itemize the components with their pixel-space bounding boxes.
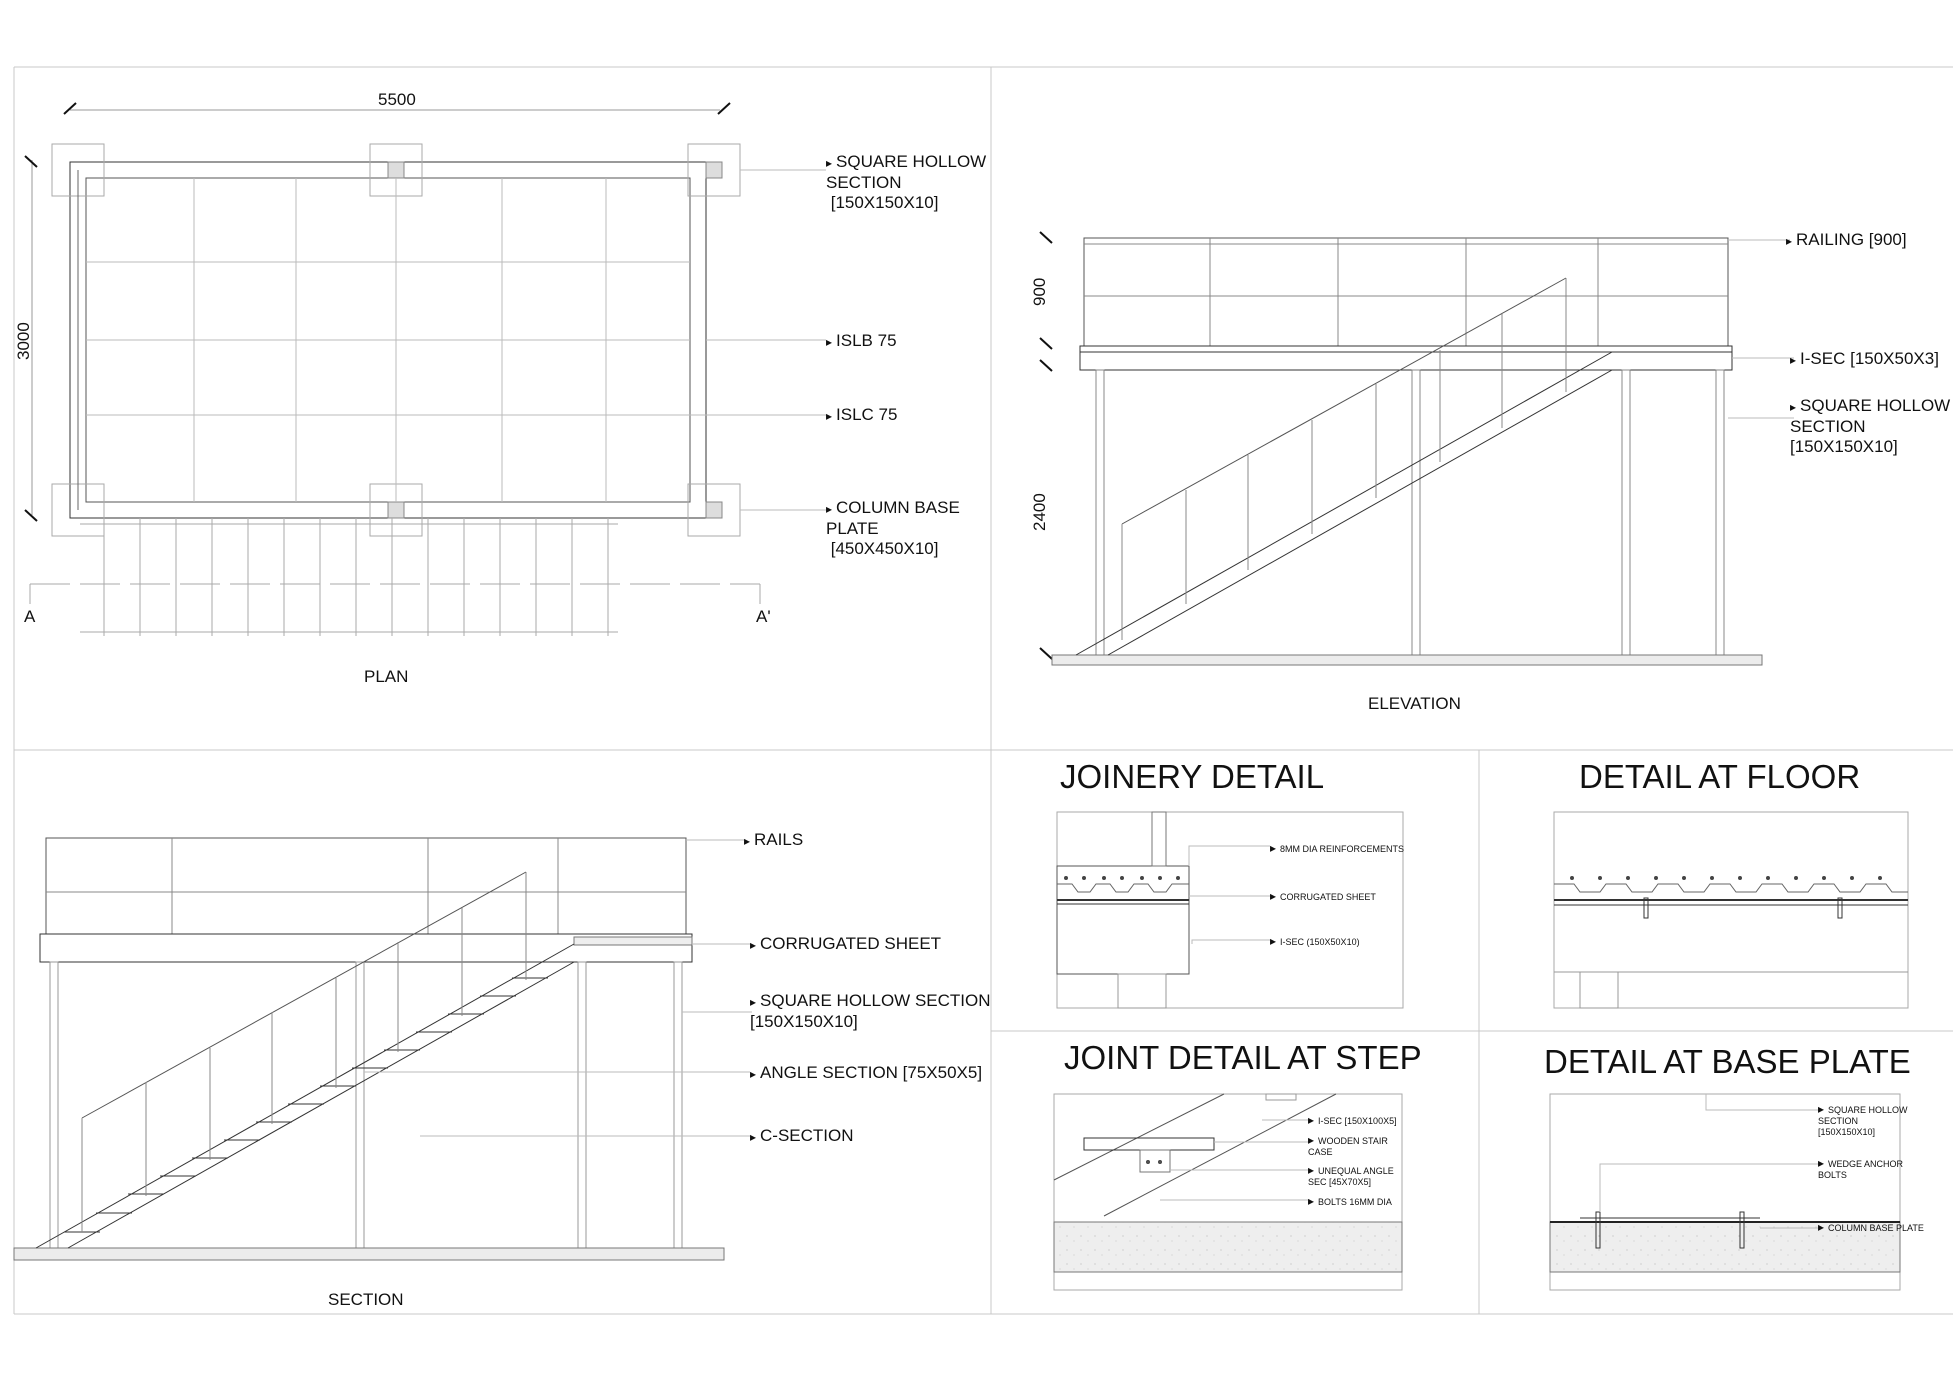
plan-section-marker-right: A' xyxy=(756,607,771,626)
floor-detail-drawing xyxy=(1553,811,1909,1009)
elevation-callout-square-hollow-section: SQUARE HOLLOW SECTION [150X150X10] xyxy=(1790,396,1950,457)
floor-detail-title: DETAIL AT FLOOR xyxy=(1579,758,1861,795)
section-caption: SECTION xyxy=(328,1290,404,1309)
section-callout-angle-section: ANGLE SECTION [75X50X5] xyxy=(750,1063,982,1084)
elevation-callout-i-sec: I-SEC [150X50X3] xyxy=(1790,349,1939,370)
section-callout-c-section: C-SECTION xyxy=(750,1126,854,1147)
elevation-callout-railing: RAILING [900] xyxy=(1786,230,1907,251)
step-detail-title: JOINT DETAIL AT STEP xyxy=(1064,1039,1422,1076)
baseplate-callout-column-base-plate: COLUMN BASE PLATE xyxy=(1818,1222,1924,1234)
joinery-callout-corrugated-sheet: CORRUGATED SHEET xyxy=(1270,891,1376,903)
plan-section-marker-left: A xyxy=(24,607,36,626)
step-callout-wooden-stair: WOODEN STAIR CASE xyxy=(1308,1135,1388,1158)
step-callout-unequal-angle: UNEQUAL ANGLE SEC [45X70X5] xyxy=(1308,1165,1394,1188)
plan-callout-islb: ISLB 75 xyxy=(826,331,897,352)
step-detail-drawing xyxy=(1053,1093,1403,1291)
step-callout-i-sec: I-SEC [150X100X5] xyxy=(1308,1115,1397,1127)
joinery-detail-drawing xyxy=(1056,811,1404,1009)
plan-height-dimension: 3000 xyxy=(14,322,33,360)
plan-caption: PLAN xyxy=(364,667,409,686)
joinery-callout-reinforcements: 8MM DIA REINFORCEMENTS xyxy=(1270,843,1404,855)
baseplate-detail-drawing xyxy=(1549,1093,1901,1291)
elevation-caption: ELEVATION xyxy=(1368,694,1461,713)
section-drawing xyxy=(13,837,752,1261)
plan-width-dimension: 5500 xyxy=(378,90,416,109)
sheet-frame xyxy=(13,66,1953,1315)
elevation-height-dimension: 2400 xyxy=(1030,493,1049,531)
plan-drawing xyxy=(24,102,826,636)
baseplate-callout-wedge-anchor-bolts: WEDGE ANCHOR BOLTS xyxy=(1818,1158,1903,1181)
plan-callout-islc: ISLC 75 xyxy=(826,405,897,426)
baseplate-detail-title: DETAIL AT BASE PLATE xyxy=(1544,1043,1911,1080)
section-callout-corrugated-sheet: CORRUGATED SHEET xyxy=(750,934,941,955)
joinery-detail-title: JOINERY DETAIL xyxy=(1060,758,1325,795)
plan-callout-square-hollow-section: SQUARE HOLLOW SECTION [150X150X10] xyxy=(826,152,986,213)
section-callout-square-hollow-section: SQUARE HOLLOW SECTION [150X150X10] xyxy=(750,991,991,1032)
step-callout-bolts: BOLTS 16MM DIA xyxy=(1308,1196,1392,1208)
elevation-railing-dimension: 900 xyxy=(1030,277,1049,306)
baseplate-callout-square-hollow-section: SQUARE HOLLOW SECTION [150X150X10] xyxy=(1818,1104,1908,1138)
elevation-drawing xyxy=(1039,231,1794,666)
joinery-callout-i-sec: I-SEC (150X50X10) xyxy=(1270,936,1360,948)
plan-callout-column-base-plate: COLUMN BASE PLATE [450X450X10] xyxy=(826,498,960,559)
section-callout-rails: RAILS xyxy=(744,830,803,851)
